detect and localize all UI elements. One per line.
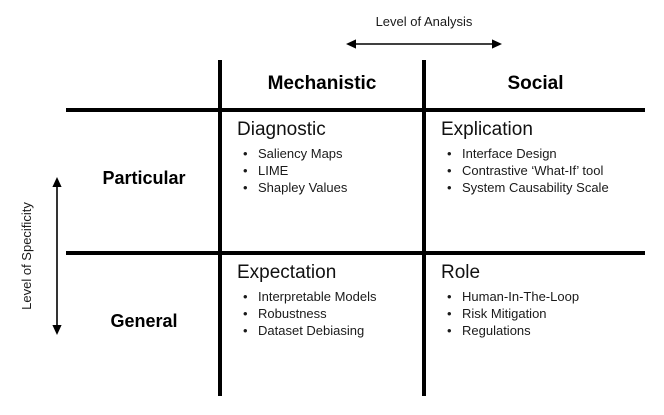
bullet-icon: •	[243, 306, 248, 321]
list-item: • System Causability Scale	[441, 179, 651, 196]
list-item: • Interface Design	[441, 145, 651, 162]
bullet-icon: •	[447, 323, 452, 338]
quadrant-general-mechanistic: Expectation • Interpretable Models • Robus…	[237, 261, 419, 339]
list-item-label: Interface Design	[462, 146, 557, 161]
row-header-particular: Particular	[102, 168, 186, 188]
list-item: • Robustness	[237, 305, 419, 322]
bullet-icon: •	[447, 306, 452, 321]
list-item: • Contrastive ‘What-If’ tool	[441, 162, 651, 179]
list-item-label: Shapley Values	[258, 180, 348, 195]
list-item-label: Human-In-The-Loop	[462, 289, 580, 304]
bullet-icon: •	[243, 146, 248, 161]
grid-rule-middle	[66, 251, 645, 255]
column-header-mechanistic: Mechanistic	[267, 73, 377, 94]
quadrant-item-list: • Interface Design • Contrastive ‘What-If’…	[441, 145, 651, 196]
bullet-icon: •	[447, 289, 452, 304]
quadrant-particular-mechanistic: Diagnostic • Saliency Maps • LIME • Shapley…	[237, 118, 419, 196]
list-item-label: LIME	[258, 163, 289, 178]
horizontal-axis-label: Level of Analysis	[375, 14, 473, 29]
list-item-label: Regulations	[462, 323, 531, 338]
list-item: • LIME	[237, 162, 419, 179]
horizontal-axis-arrow-icon	[345, 36, 503, 52]
list-item: • Human-In-The-Loop	[441, 288, 651, 305]
quadrant-general-social: Role • Human-In-The-Loop • Risk Mitigation…	[441, 261, 651, 339]
quadrant-title: Expectation	[237, 262, 337, 283]
list-item: • Saliency Maps	[237, 145, 419, 162]
quadrant-item-list: • Interpretable Models • Robustness • Datas…	[237, 288, 419, 339]
bullet-icon: •	[243, 289, 248, 304]
list-item-label: System Causability Scale	[462, 180, 609, 195]
vertical-axis-arrow-icon	[48, 176, 66, 336]
list-item-label: Saliency Maps	[258, 146, 343, 161]
grid-rule-top	[66, 108, 645, 112]
list-item-label: Robustness	[258, 306, 327, 321]
list-item-label: Contrastive ‘What-If’ tool	[462, 163, 604, 178]
list-item-label: Dataset Debiasing	[258, 323, 365, 338]
list-item: • Regulations	[441, 322, 651, 339]
bullet-icon: •	[243, 180, 248, 195]
bullet-icon: •	[243, 323, 248, 338]
quadrant-item-list: • Saliency Maps • LIME • Shapley Values	[237, 145, 419, 196]
vertical-axis-label: Level of Specificity	[19, 202, 34, 310]
bullet-icon: •	[447, 163, 452, 178]
list-item: • Interpretable Models	[237, 288, 419, 305]
list-item: • Risk Mitigation	[441, 305, 651, 322]
quadrant-title: Diagnostic	[237, 119, 326, 140]
grid-rule-vertical-left	[218, 60, 222, 396]
bullet-icon: •	[447, 180, 452, 195]
quadrant-particular-social: Explication • Interface Design • Contrasti…	[441, 118, 651, 196]
quadrant-title: Explication	[441, 119, 533, 140]
list-item: • Dataset Debiasing	[237, 322, 419, 339]
row-header-general: General	[110, 311, 178, 331]
list-item-label: Interpretable Models	[258, 289, 377, 304]
bullet-icon: •	[243, 163, 248, 178]
grid-rule-vertical-right	[422, 60, 426, 396]
bullet-icon: •	[447, 146, 452, 161]
quadrant-title: Role	[441, 262, 481, 283]
list-item-label: Risk Mitigation	[462, 306, 547, 321]
list-item: • Shapley Values	[237, 179, 419, 196]
quadrant-item-list: • Human-In-The-Loop • Risk Mitigation • Reg…	[441, 288, 651, 339]
column-header-social: Social	[507, 73, 564, 94]
